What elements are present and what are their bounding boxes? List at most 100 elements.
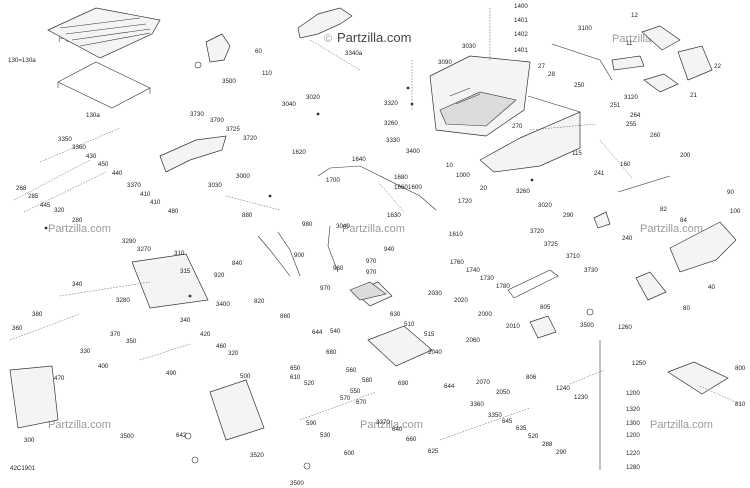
part-label: 1280: [626, 464, 640, 471]
part-label: 3370: [127, 182, 141, 189]
part-label: 445: [40, 202, 51, 209]
part-label: 3120: [624, 94, 638, 101]
tray-part: [677, 45, 713, 81]
part-label: 3290: [122, 238, 136, 245]
part-label: 84: [680, 217, 687, 224]
part-label: 1260: [618, 324, 632, 331]
part-label: 3280: [116, 297, 130, 304]
part-label: 880: [242, 212, 253, 219]
part-label: 3350: [488, 412, 502, 419]
bed-insert-part: [479, 111, 581, 173]
part-label: 115: [572, 150, 582, 157]
bed-cover-part: [47, 7, 161, 109]
part-label: 3330: [386, 137, 400, 144]
part-label: 3730: [190, 111, 204, 118]
part-label: 644: [312, 329, 323, 336]
tube-part: [257, 235, 291, 277]
part-label: 3520: [250, 452, 264, 459]
part-label: 250: [574, 82, 585, 89]
part-label: 251: [610, 102, 621, 109]
tray-part: [643, 73, 679, 93]
screw-part: [410, 102, 414, 106]
part-label: 980: [302, 221, 313, 228]
part-label: 500: [240, 373, 251, 380]
part-label: 1610: [449, 231, 463, 238]
part-label: 1402: [514, 31, 528, 38]
part-label: 28: [548, 71, 555, 78]
part-label: 27: [538, 63, 545, 70]
part-label: 3400: [406, 148, 420, 155]
part-label: 80: [683, 305, 690, 312]
part-label: 970: [366, 258, 377, 265]
part-label: 3370: [376, 419, 390, 426]
part-label: 3000: [236, 173, 250, 180]
screw-part: [268, 194, 272, 198]
leader-lines: [9, 8, 741, 441]
part-label: 3710: [566, 253, 580, 260]
part-label: 1250: [632, 360, 646, 367]
watermark-brand: Partzilla.com: [48, 223, 111, 235]
part-label: 240: [622, 235, 633, 242]
part-label: 290: [563, 212, 574, 219]
screw-part: [188, 294, 192, 298]
part-label: 3320: [384, 100, 398, 107]
part-label: 110: [262, 70, 272, 77]
part-label: 20: [480, 185, 487, 192]
part-label: 970: [366, 269, 377, 276]
tube-part: [327, 225, 339, 273]
rack-part: [667, 361, 729, 395]
part-label: 515: [424, 331, 435, 338]
part-label: 3500: [580, 322, 594, 329]
part-label: 560: [346, 367, 357, 374]
part-label: 670: [356, 399, 367, 406]
part-label: 1720: [458, 198, 472, 205]
part-label: 3360: [470, 401, 484, 408]
part-label: 380: [32, 311, 43, 318]
part-label: 3020: [538, 202, 552, 209]
diagram-code: 42C1901: [10, 465, 36, 472]
part-label: 1320: [626, 406, 640, 413]
part-label: 630: [390, 311, 401, 318]
part-label: 960: [333, 265, 344, 272]
part-label: 520: [528, 433, 539, 440]
part-label: 360: [12, 325, 23, 332]
side-trim-part: [669, 221, 737, 273]
part-label: 2020: [454, 297, 468, 304]
part-label: 1400: [514, 3, 528, 10]
part-label: 1300: [626, 420, 640, 427]
part-label: 260: [650, 132, 661, 139]
part-label: 2010: [506, 323, 520, 330]
watermark-brand: Partzilla.com: [650, 419, 713, 431]
screw-part: [316, 112, 320, 116]
part-label: 3040: [282, 101, 296, 108]
part-label: 1220: [626, 450, 640, 457]
skid-part: [349, 281, 387, 301]
part-label: 290: [556, 449, 567, 456]
part-label: 1680: [394, 174, 408, 181]
part-label: 3030: [208, 182, 222, 189]
part-label: 3500: [120, 433, 134, 440]
part-label: 3260: [384, 120, 398, 127]
part-label: 315: [180, 268, 191, 275]
part-label: 288: [542, 441, 553, 448]
tube-part: [277, 231, 301, 277]
tailgate-trim-part: [159, 135, 227, 173]
part-label: 1640: [352, 156, 366, 163]
insert-edge: [527, 95, 581, 113]
nut-part: [303, 462, 311, 470]
nut-part: [194, 61, 202, 69]
watermark-brand-main: Partzilla.com: [337, 30, 411, 45]
part-label: 2000: [478, 311, 492, 318]
part-label: 3725: [544, 241, 558, 248]
part-label: 22: [714, 63, 721, 70]
part-label: 60: [255, 48, 262, 55]
part-label: 82: [660, 206, 667, 213]
gate-panel-part: [367, 325, 433, 367]
part-label: 268: [16, 185, 27, 192]
part-label: 3720: [243, 135, 257, 142]
part-label: 300: [24, 437, 35, 444]
part-label: 280: [72, 217, 83, 224]
screw-part: [44, 226, 48, 230]
part-label: 635: [516, 425, 527, 432]
